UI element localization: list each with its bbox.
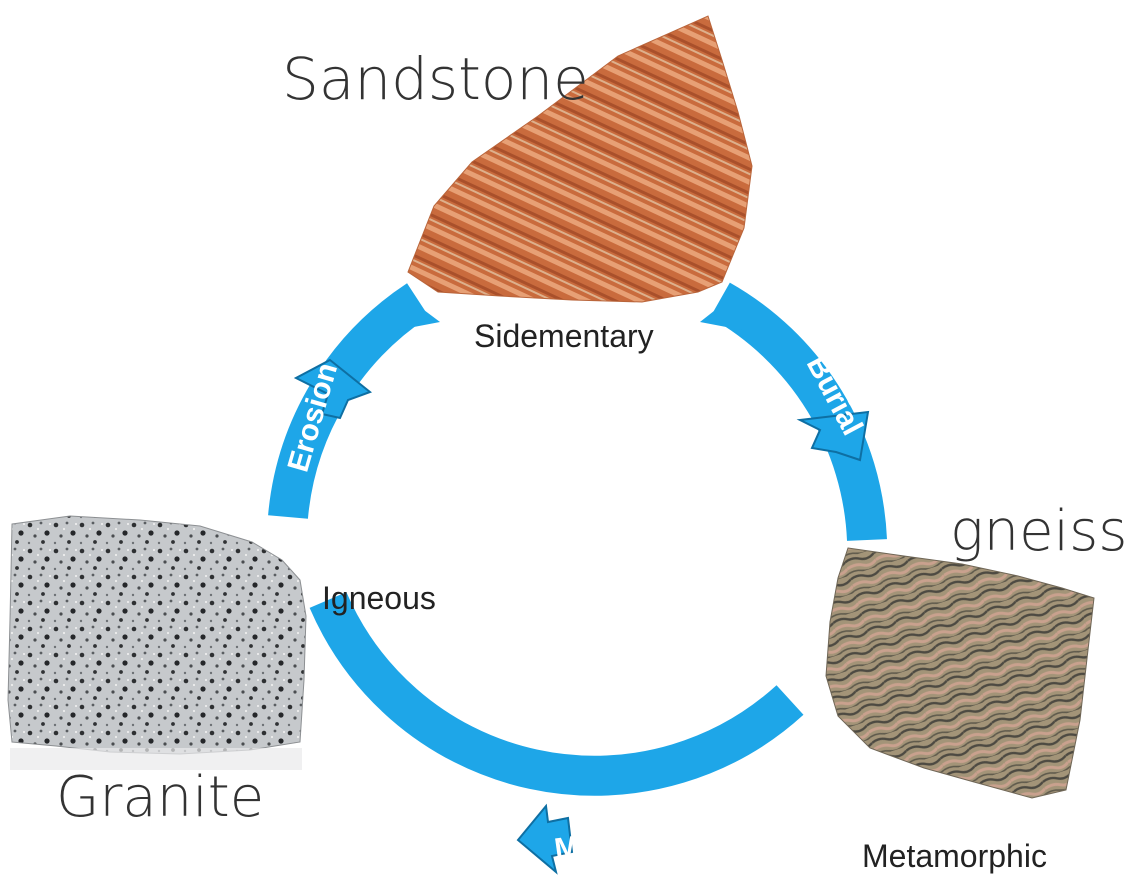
gneiss-rock-image (826, 548, 1094, 798)
granite-rock-image (8, 516, 306, 754)
gneiss-type: Metamorphic (862, 840, 1047, 872)
granite-name: Granite (56, 770, 264, 826)
sandstone-type: Sidementary (474, 320, 654, 352)
granite-type: Igneous (322, 582, 436, 614)
sandstone-name: Sandstone (282, 50, 589, 108)
burial-arrow-tail (700, 292, 742, 330)
gneiss-name: gneiss (950, 504, 1127, 560)
erosion-arrow-tail (398, 292, 440, 330)
cycle-arc-melting (328, 600, 790, 776)
